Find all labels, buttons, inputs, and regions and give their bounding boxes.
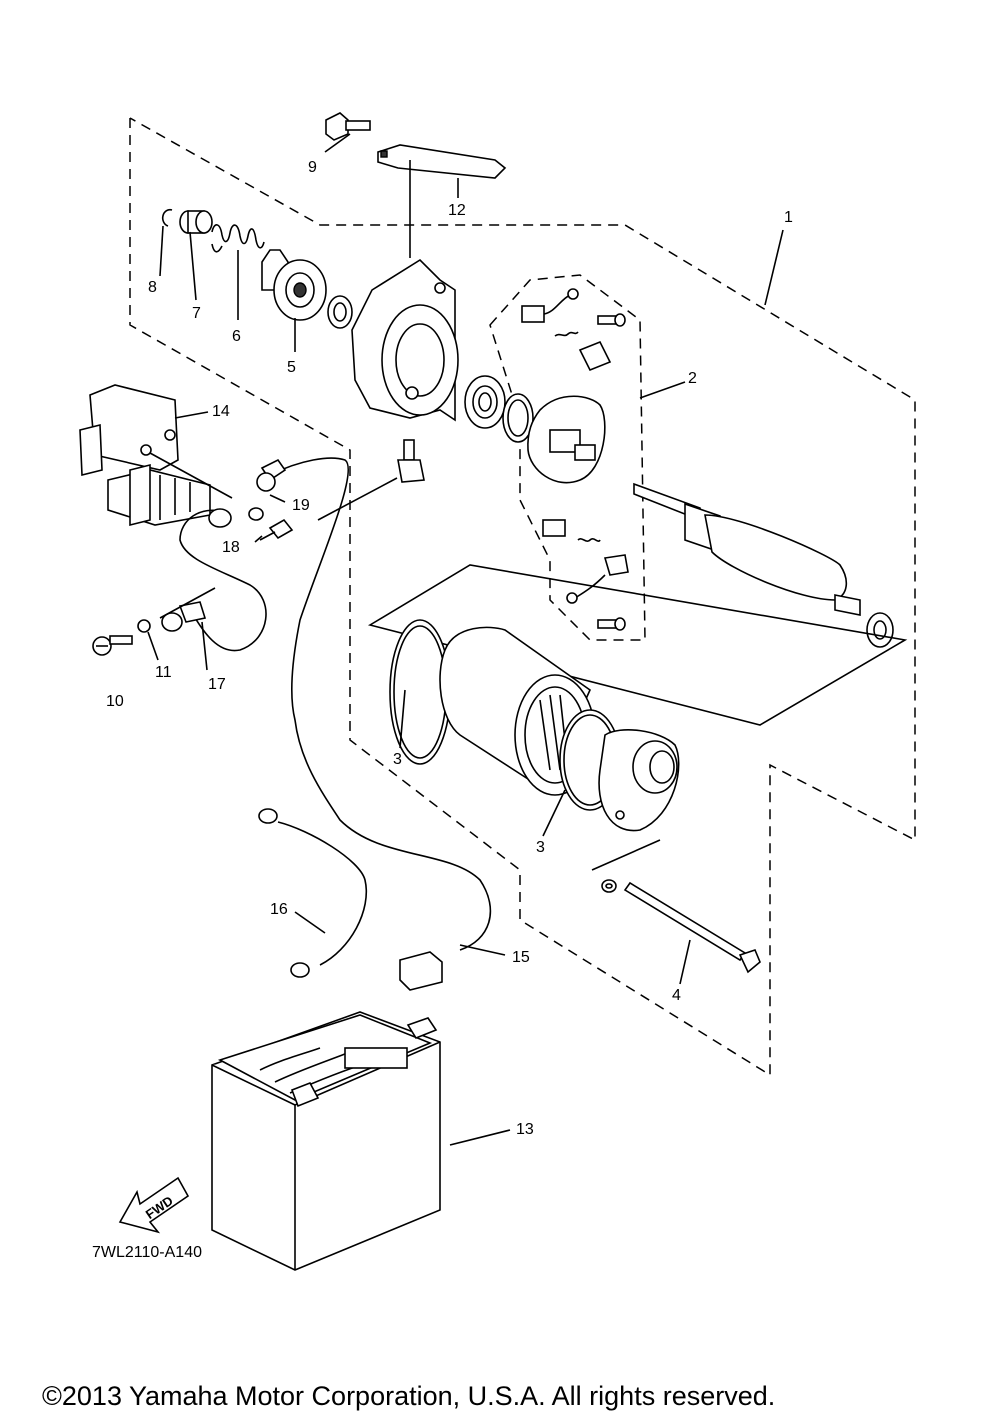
washer-18 [248,507,264,521]
label-18: 18 [222,539,240,556]
label-19: 19 [292,497,310,514]
washer-4 [601,879,617,893]
label-10: 10 [106,693,124,710]
label-16: 16 [270,901,288,918]
fwd-arrow-icon: FWD [118,1176,190,1234]
starter-relay-14 [79,384,233,527]
label-5: 5 [287,359,296,376]
brush-lower [542,519,629,631]
label-4: 4 [672,987,681,1004]
label-15: 15 [512,949,530,966]
label-12: 12 [448,202,466,219]
label-13: 13 [516,1121,534,1138]
bearing [464,375,506,429]
label-11: 11 [155,664,172,681]
cable-17 [161,508,267,652]
diagram-code: 7WL2110-A140 [92,1244,202,1261]
bolt-10 [92,635,133,656]
label-8: 8 [148,279,157,296]
washer-11 [137,619,151,633]
label-6: 6 [232,328,241,345]
yoke-boundary [367,564,908,726]
copyright-text: ©2013 Yamaha Motor Corporation, U.S.A. A… [42,1381,775,1411]
brush-plate [527,395,606,484]
o-ring [502,393,534,443]
label-14: 14 [212,403,230,420]
bolt-9 [325,112,371,141]
rear-cover [598,729,680,832]
brush-holder-boundary-2 [489,274,646,641]
terminal-cover-15 [399,951,443,991]
clutch-pinion-5 [261,249,327,321]
label-3-left: 3 [393,751,402,768]
leader-lines [147,133,784,1146]
washer-front [327,295,353,329]
plate-12 [377,144,507,179]
front-cover [351,258,459,422]
label-17: 17 [208,676,226,693]
o-ring-3-left [389,619,451,765]
battery-13 [211,1011,441,1271]
circlip-8 [161,208,173,227]
label-2: 2 [688,370,697,387]
brush-upper [521,288,626,372]
battery-cable-16 [258,808,368,978]
spring-6 [211,224,265,253]
relay-cable-19 [256,457,492,951]
label-1: 1 [784,209,793,226]
assembly-boundary-1 [129,117,916,1077]
through-bolt-4 [623,881,761,974]
terminal-post [397,439,425,483]
bolt-18 [259,518,294,541]
label-9: 9 [308,159,317,176]
collar-7 [179,210,213,234]
label-3-right: 3 [536,839,545,856]
armature [633,482,894,648]
label-7: 7 [192,305,201,322]
